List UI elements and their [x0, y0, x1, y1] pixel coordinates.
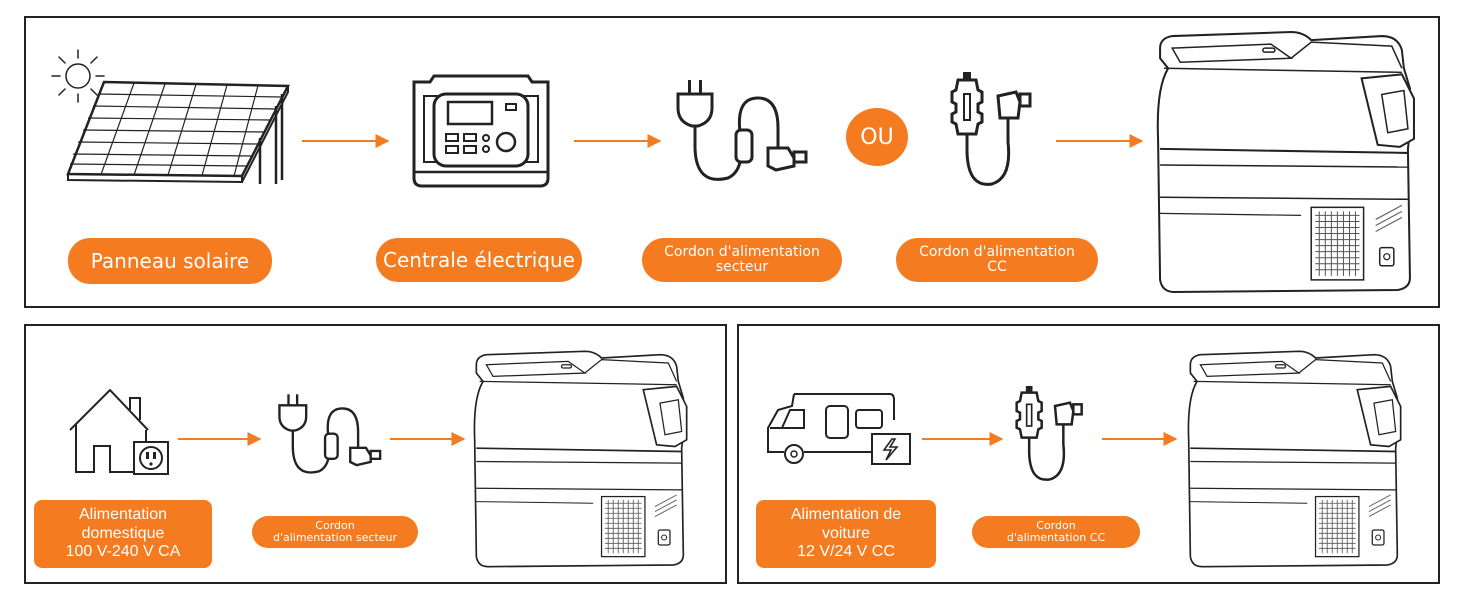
label-ac-cord: Cordon d'alimentation secteur [642, 238, 842, 282]
arrow-5 [390, 432, 466, 446]
arrow-3 [1056, 134, 1144, 148]
portable-fridge-icon [1156, 31, 1415, 293]
label-ac-cord-bl: Cordon d'alimentation secteur [252, 516, 418, 548]
portable-fridge-icon-bl [473, 350, 688, 568]
sun-icon [51, 49, 105, 103]
camper-van-icon [767, 393, 911, 465]
arrow-1 [302, 134, 390, 148]
arrow-2 [574, 134, 662, 148]
label-power-station: Centrale électrique [376, 238, 582, 282]
label-solar-panel: Panneau solaire [68, 238, 272, 284]
arrow-4 [178, 432, 262, 446]
ac-power-cord-icon-bl [278, 393, 382, 474]
dc-car-cord-icon [950, 70, 1032, 186]
or-badge: OU [846, 108, 908, 166]
solar-panel-icon [66, 80, 291, 184]
ac-power-cord-icon [676, 78, 808, 181]
label-home-power: Alimentation domestique 100 V-240 V CA [34, 500, 212, 568]
arrow-7 [1102, 432, 1178, 446]
arrow-6 [922, 432, 1004, 446]
power-station-icon [412, 74, 550, 188]
house-outlet-icon [69, 388, 169, 475]
label-dc-cord: Cordon d'alimentation CC [896, 238, 1098, 282]
portable-fridge-icon-br [1187, 350, 1402, 568]
dc-car-cord-icon-br [1015, 384, 1083, 481]
label-dc-cord-br: Cordon d'alimentation CC [972, 516, 1140, 548]
label-car-power: Alimentation de voiture 12 V/24 V CC [756, 500, 936, 568]
